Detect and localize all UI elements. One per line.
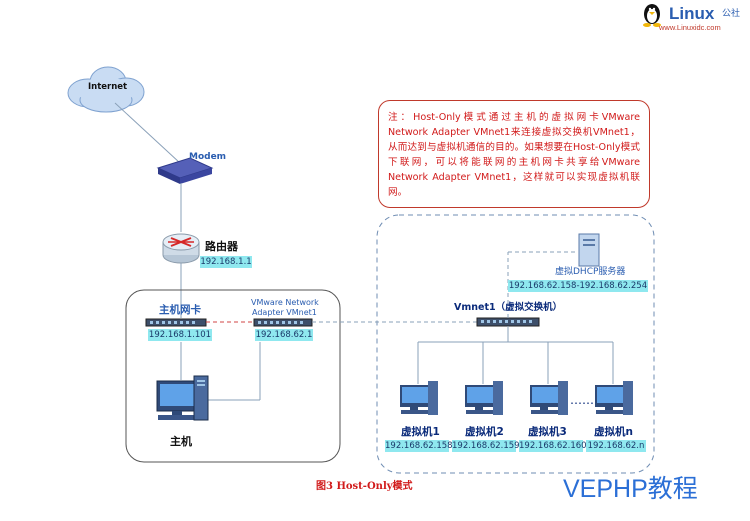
- vm1-label: 虚拟机1: [401, 426, 440, 438]
- router-icon: [162, 233, 200, 264]
- dhcp-ip-range: 192.168.62.158-192.168.62.254: [508, 280, 648, 292]
- logo-brand-cn: 公社: [722, 9, 741, 19]
- vm2-label: 虚拟机2: [465, 426, 504, 438]
- host-boundary: [125, 289, 341, 463]
- logo-url: www.Linuxidc.com: [659, 23, 721, 32]
- vmnet-adapter-label-line2: Adapter VMnet1: [252, 308, 317, 317]
- vm1-pc-icon: [400, 381, 438, 415]
- vmnet-adapter-ip: 192.168.62.1: [255, 329, 313, 341]
- modem-icon: [156, 157, 214, 184]
- watermark: VEPHP教程: [563, 475, 698, 503]
- router-label: 路由器: [205, 240, 238, 253]
- vm2-ip: 192.168.62.159: [452, 440, 520, 452]
- host-pc-icon: [156, 375, 209, 421]
- internet-cloud-icon: [67, 66, 145, 113]
- penguin-logo-icon: [643, 4, 661, 27]
- host-nic-label: 主机网卡: [159, 304, 201, 316]
- vmn-ip: 192.168.62.n: [586, 440, 646, 452]
- dhcp-label: 虚拟DHCP服务器: [555, 267, 626, 277]
- vmn-pc-icon: [595, 381, 633, 415]
- logo-brand: Linux: [669, 4, 715, 23]
- dhcp-server-icon: [578, 233, 600, 267]
- host-nic-icon: [145, 318, 207, 327]
- vm3-ip: 192.168.62.160: [519, 440, 587, 452]
- figure-caption: 图3 Host-Only模式: [316, 481, 413, 492]
- vmnet-adapter-icon: [253, 318, 313, 327]
- vm-area-boundary: [376, 214, 655, 474]
- host-label: 主机: [170, 435, 192, 448]
- note-box: 注：Host-Only模式通过主机的虚拟网卡VMware Network Ada…: [378, 100, 650, 208]
- vm2-pc-icon: [465, 381, 503, 415]
- internet-label: Internet: [88, 82, 128, 92]
- vmnet1-switch-icon: [476, 317, 540, 327]
- vm-ellipsis: ……: [570, 393, 594, 407]
- vmnet-adapter-label-line1: VMware Network: [251, 298, 319, 307]
- vmnet1-label: Vmnet1（虚拟交换机）: [454, 302, 563, 313]
- host-nic-ip: 192.168.1.101: [148, 329, 212, 341]
- link-internet-modem: [114, 102, 181, 164]
- router-ip: 192.168.1.1: [200, 256, 252, 268]
- vm3-pc-icon: [530, 381, 568, 415]
- vm1-ip: 192.168.62.158: [385, 440, 453, 452]
- vmn-label: 虚拟机n: [594, 426, 633, 438]
- vm3-label: 虚拟机3: [528, 426, 567, 438]
- modem-label: Modem: [189, 152, 227, 162]
